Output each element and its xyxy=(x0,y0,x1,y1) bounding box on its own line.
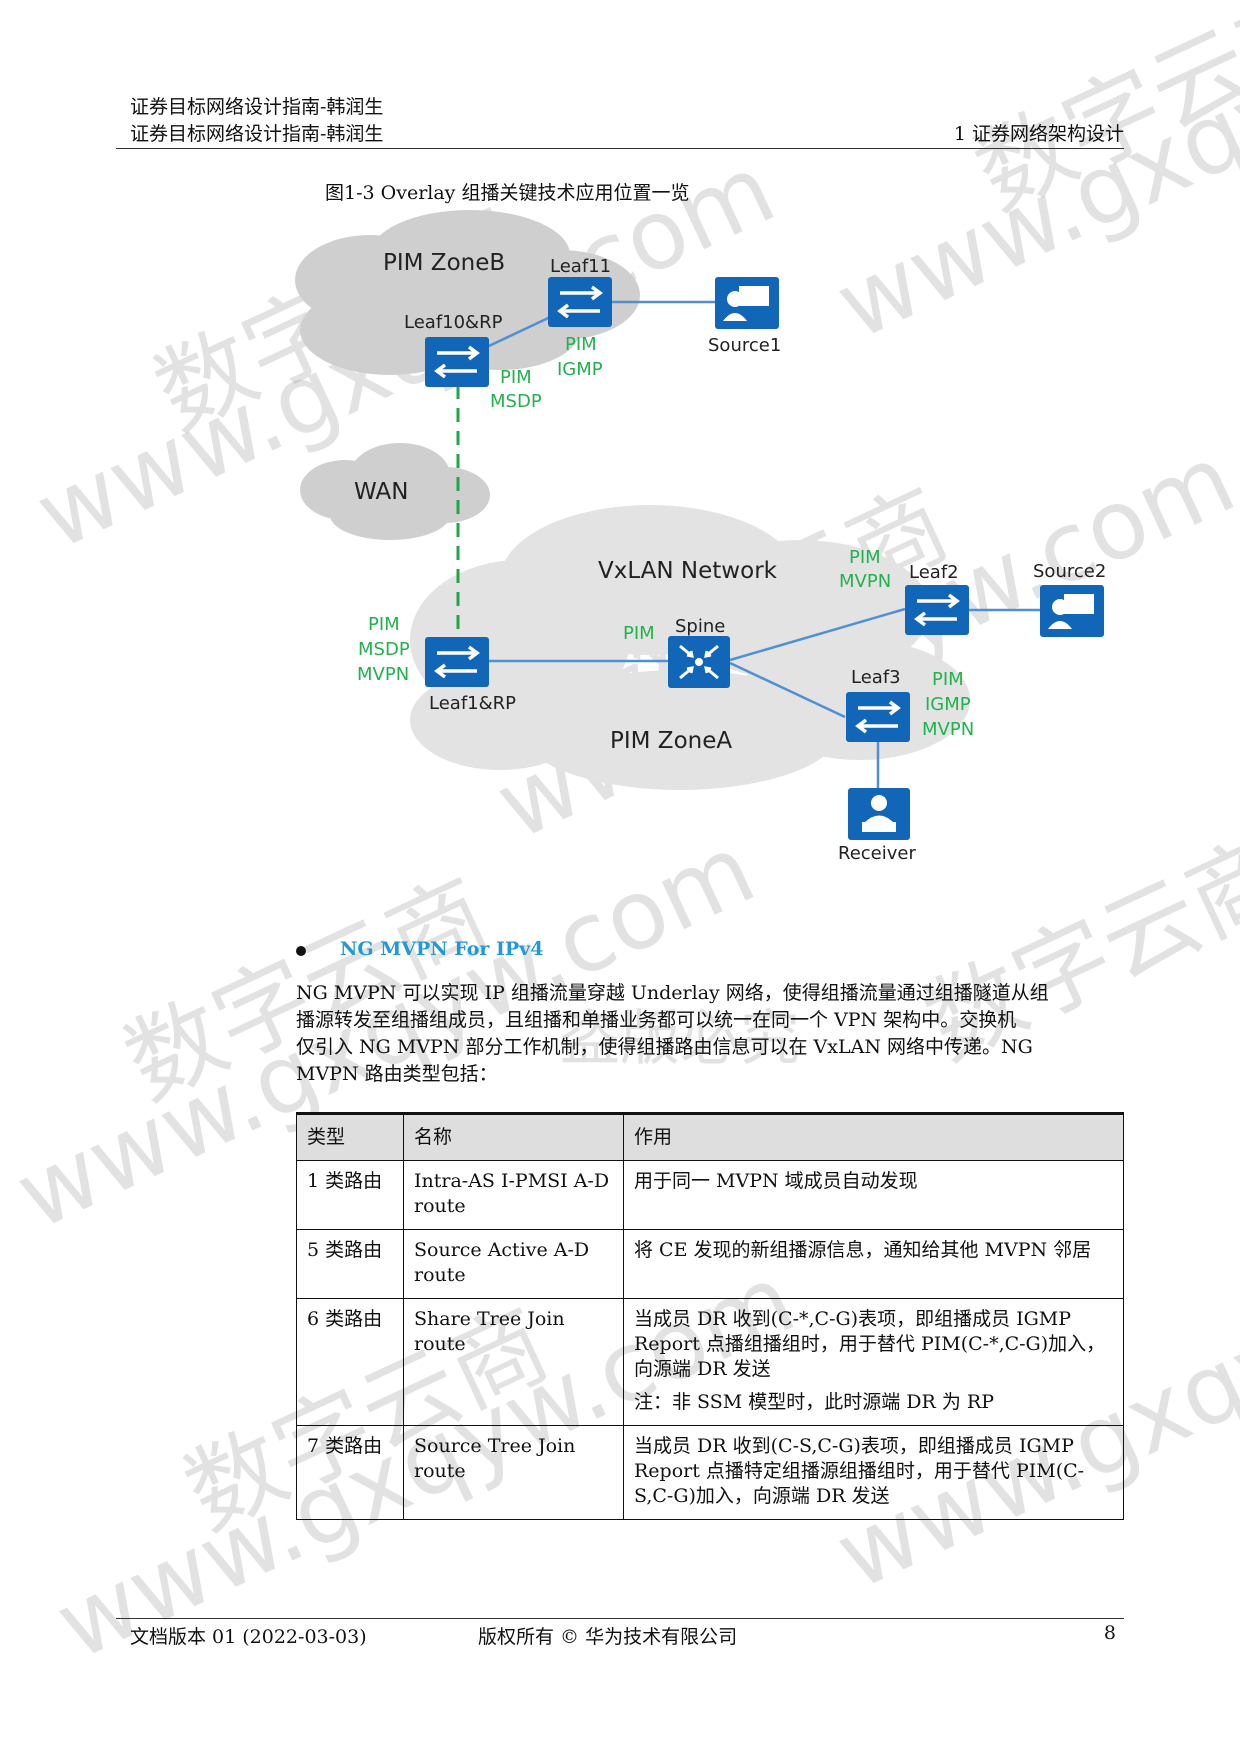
header-chapter: 1 证券网络架构设计 xyxy=(953,123,1124,145)
paragraph-line: 播源转发至组播组成员，且组播和单播业务都可以统一在同一个 VPN 架构中。交换机 xyxy=(296,1009,1017,1031)
protocol-label: MVPN xyxy=(357,664,409,685)
node-label-leaf10: Leaf10&RP xyxy=(404,312,503,333)
node-label-leaf1: Leaf1&RP xyxy=(429,693,516,714)
cloud-wan xyxy=(300,443,490,540)
header-role: 作用 xyxy=(623,1112,1124,1161)
cell-role: 当成员 DR 收到(C-S,C-G)表项，即组播成员 IGMP Report 点… xyxy=(623,1425,1124,1520)
node-label-leaf3: Leaf3 xyxy=(851,667,901,688)
cell-type: 1 类路由 xyxy=(296,1160,404,1230)
node-label-receiver: Receiver xyxy=(838,843,916,864)
cell-name: Share Tree Join route xyxy=(403,1298,624,1426)
switch-icon xyxy=(903,583,971,637)
node-label-source2: Source2 xyxy=(1033,561,1106,582)
table-header-row: 类型 名称 作用 xyxy=(296,1112,1124,1161)
protocol-label: PIM xyxy=(565,334,597,355)
switch-icon xyxy=(844,690,912,744)
route-types-table: 类型 名称 作用 1 类路由 Intra-AS I-PMSI A-D route… xyxy=(296,1112,1124,1520)
table-row: 5 类路由 Source Active A-D route 将 CE 发现的新组… xyxy=(296,1229,1124,1299)
footer-divider xyxy=(116,1618,1124,1619)
cell-note: 注：非 SSM 模型时，此时源端 DR 为 RP xyxy=(634,1391,994,1413)
section-title: NG MVPN For IPv4 xyxy=(340,938,544,960)
table-row: 6 类路由 Share Tree Join route 当成员 DR 收到(C-… xyxy=(296,1298,1124,1426)
section-paragraph: NG MVPN 可以实现 IP 组播流量穿越 Underlay 网络，使得组播流… xyxy=(296,980,1114,1088)
node-label-leaf2: Leaf2 xyxy=(909,562,959,583)
cloud-label-zone-a: PIM ZoneA xyxy=(610,728,732,754)
protocol-label: PIM xyxy=(500,367,532,388)
protocol-label: PIM xyxy=(932,669,964,690)
switch-icon xyxy=(423,335,491,389)
source2-server-icon xyxy=(1040,585,1104,637)
footer-page-number: 8 xyxy=(1103,1622,1116,1644)
node-label-leaf11: Leaf11 xyxy=(550,256,611,277)
paragraph-line: MVPN 路由类型包括： xyxy=(296,1063,498,1085)
figure-caption: 图1-3 Overlay 组播关键技术应用位置一览 xyxy=(325,182,690,204)
node-label-spine: Spine xyxy=(675,616,725,637)
receiver-user-icon xyxy=(848,788,910,840)
header-doc-title: 证券目标网络设计指南-韩润生 xyxy=(130,123,384,145)
protocol-label: MVPN xyxy=(922,719,974,740)
source1-server-icon xyxy=(715,277,779,329)
header-doc-title: 证券目标网络设计指南-韩润生 xyxy=(130,96,384,118)
protocol-label: IGMP xyxy=(557,359,603,380)
link-spine-leaf3 xyxy=(729,661,846,719)
network-diagram: PIM ZoneB WAN VxLAN Network PIM ZoneA Le… xyxy=(295,210,1106,864)
cloud-label-vxlan: VxLAN Network xyxy=(598,558,778,584)
switch-icon xyxy=(546,275,614,329)
cell-role: 将 CE 发现的新组播源信息，通知给其他 MVPN 邻居 xyxy=(623,1229,1124,1299)
cell-type: 5 类路由 xyxy=(296,1229,404,1299)
table-row: 1 类路由 Intra-AS I-PMSI A-D route 用于同一 MVP… xyxy=(296,1160,1124,1230)
protocol-label: PIM xyxy=(368,614,400,635)
cell-name: Source Active A-D route xyxy=(403,1229,624,1299)
protocol-label: MSDP xyxy=(490,391,542,412)
link-spine-leaf2 xyxy=(729,607,906,662)
cell-role: 当成员 DR 收到(C-*,C-G)表项，即组播成员 IGMP Report 点… xyxy=(623,1298,1124,1426)
spine-router-icon xyxy=(668,636,730,688)
cell-type: 6 类路由 xyxy=(296,1298,404,1426)
header-name: 名称 xyxy=(403,1112,624,1161)
footer-copyright: 版权所有 © 华为技术有限公司 xyxy=(478,1626,738,1648)
paragraph-line: 仅引入 NG MVPN 部分工作机制，使得组播路由信息可以在 VxLAN 网络中… xyxy=(296,1036,1033,1058)
header-divider xyxy=(116,148,1124,149)
cell-name: Intra-AS I-PMSI A-D route xyxy=(403,1160,624,1230)
table-row: 7 类路由 Source Tree Join route 当成员 DR 收到(C… xyxy=(296,1425,1124,1520)
node-label-source1: Source1 xyxy=(708,335,781,356)
cell-role: 用于同一 MVPN 域成员自动发现 xyxy=(623,1160,1124,1230)
protocol-label: MVPN xyxy=(839,571,891,592)
paragraph-line: NG MVPN 可以实现 IP 组播流量穿越 Underlay 网络，使得组播流… xyxy=(296,982,1049,1004)
header-type: 类型 xyxy=(296,1112,404,1161)
cloud-label-zone-b: PIM ZoneB xyxy=(383,250,505,276)
bullet-marker xyxy=(296,946,306,956)
cell-type: 7 类路由 xyxy=(296,1425,404,1520)
switch-icon xyxy=(423,635,491,689)
cloud-label-wan: WAN xyxy=(354,479,408,505)
cell-name: Source Tree Join route xyxy=(403,1425,624,1520)
cell-role-text: 当成员 DR 收到(C-*,C-G)表项，即组播成员 IGMP Report 点… xyxy=(634,1308,1106,1380)
protocol-label: PIM xyxy=(623,623,655,644)
protocol-label: PIM xyxy=(849,547,881,568)
footer-doc-version: 文档版本 01 (2022-03-03) xyxy=(130,1626,367,1648)
protocol-label: IGMP xyxy=(925,694,971,715)
protocol-label: MSDP xyxy=(358,639,410,660)
